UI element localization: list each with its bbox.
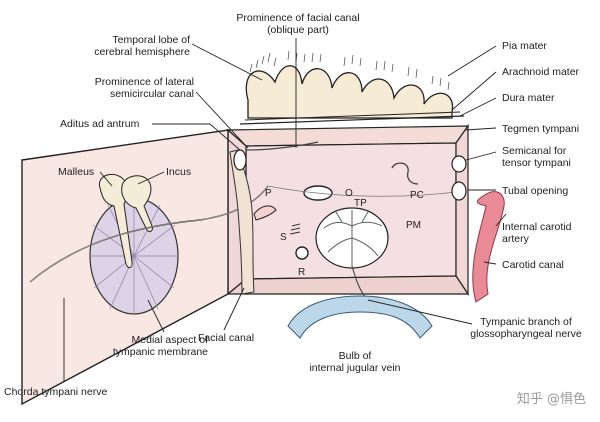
label-carotid-canal: Carotid canal <box>502 259 564 271</box>
floor <box>226 275 470 295</box>
tubal-opening-shape <box>451 181 467 201</box>
label-semicanal: Semicanal for tensor tympani <box>502 145 571 169</box>
letter-s: S <box>280 232 287 243</box>
leader-lines <box>63 38 507 382</box>
aditus-opening <box>233 149 247 171</box>
sinus-tympani-marks <box>289 223 301 235</box>
label-medial-aspect: Medial aspect of tympanic membrane <box>112 334 208 358</box>
label-incus: Incus <box>166 166 192 178</box>
letter-o: O <box>345 188 353 199</box>
label-tympanic-branch: Tympanic branch of glossopharyngeal nerv… <box>470 316 582 340</box>
label-bulb-ijv: Bulb of internal jugular vein <box>309 350 401 374</box>
label-tubal: Tubal opening <box>502 185 569 197</box>
label-tegmen: Tegmen tympani <box>502 123 580 135</box>
anterior-wall <box>455 124 469 296</box>
membrane-radial-lines <box>90 199 178 314</box>
arachnoid-layer <box>244 111 461 121</box>
facial-canal-oblique <box>245 141 319 151</box>
internal-carotid-artery <box>472 191 505 303</box>
label-aditus: Aditus ad antrum <box>60 118 140 130</box>
facial-canal-shape <box>229 149 255 295</box>
pyramid-eminence <box>253 205 277 221</box>
jugular-bulb <box>287 295 433 339</box>
label-prominence-lateral-canal: Prominence of lateral semicircular canal <box>94 76 194 100</box>
label-facial-canal: Facial canal <box>198 332 255 344</box>
tympanic-plexus <box>323 210 383 266</box>
round-window <box>295 246 309 260</box>
pia-mater-hair <box>249 50 450 91</box>
chorda-across-medial <box>267 185 457 197</box>
letter-r: R <box>298 267 305 278</box>
processus-cochleariformis <box>391 162 419 185</box>
label-ica: Internal carotid artery <box>502 221 572 245</box>
letter-pc: PC <box>410 190 424 201</box>
label-dura: Dura mater <box>502 92 555 104</box>
temporal-lobe-shape <box>245 65 454 119</box>
semicanal-opening <box>451 155 467 173</box>
label-temporal-lobe: Temporal lobe of cerebral hemisphere <box>94 34 190 58</box>
watermark: 知乎 @惧色 <box>516 392 586 407</box>
label-arachnoid: Arachnoid mater <box>502 66 580 78</box>
letter-pm: PM <box>406 220 421 231</box>
letter-tp: TP <box>354 198 367 209</box>
label-prominence-facial-canal: Prominence of facial canal (oblique part… <box>236 12 360 36</box>
incus-bone <box>121 175 153 233</box>
label-chorda-tympani: Chorda tympani nerve <box>4 386 108 398</box>
dura-layer <box>239 115 465 125</box>
letter-p: P <box>265 188 272 199</box>
label-malleus: Malleus <box>58 166 95 178</box>
label-pia: Pia mater <box>502 40 547 52</box>
